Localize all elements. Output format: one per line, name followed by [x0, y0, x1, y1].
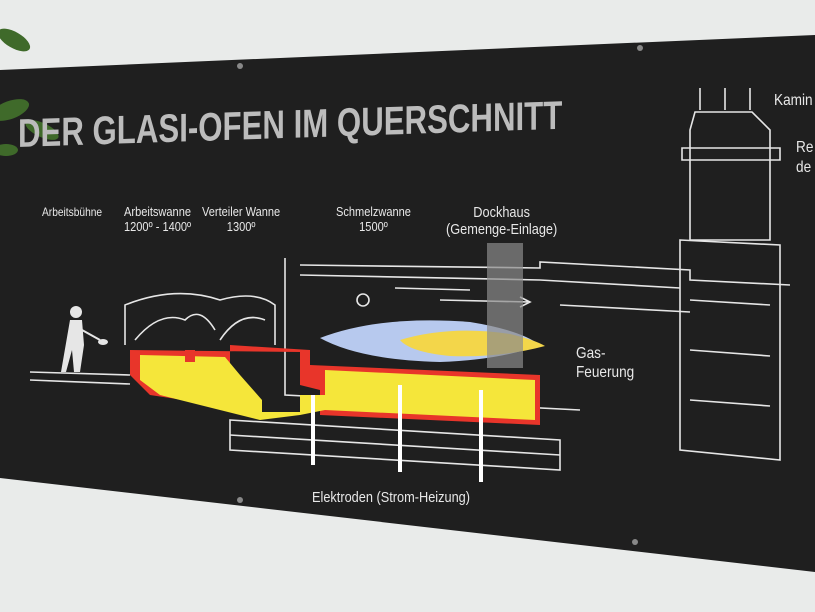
worker-figure — [61, 306, 108, 372]
cut-line2: de — [796, 159, 812, 176]
electrodes — [311, 385, 483, 482]
screws — [237, 45, 643, 545]
verteiler-temp: 1300º — [226, 219, 256, 234]
schmelzwanne-temp: 1500º — [359, 219, 388, 234]
label-arbeitsbuehne: Arbeitsbühne — [42, 205, 103, 219]
schmelzwanne-name: Schmelzwanne — [336, 204, 411, 219]
plant-leaves — [0, 28, 59, 156]
label-kamin: Kamin — [774, 92, 813, 109]
gas-line1: Gas- — [576, 345, 606, 362]
dockhaus-column — [487, 243, 523, 368]
dockhaus-sub: (Gemenge-Einlage) — [446, 221, 558, 238]
gas-line2: Feuerung — [576, 364, 635, 381]
label-dockhaus: Dockhaus(Gemenge-Einlage) — [446, 204, 557, 238]
arbeitswanne-name: Arbeitswanne — [124, 204, 192, 219]
dockhaus-name: Dockhaus — [473, 204, 530, 221]
arbeitswanne-temp: 1200º - 1400º — [124, 219, 192, 234]
label-cut-off: Re de — [796, 138, 813, 178]
label-elektroden: Elektroden (Strom-Heizung) — [312, 489, 471, 506]
label-gasfeuerung: Gas- Feuerung — [576, 344, 634, 382]
sign-board — [0, 35, 815, 572]
glass-bath — [130, 345, 540, 425]
cut-line1: Re — [796, 139, 814, 156]
verteiler-name: Verteiler Wanne — [202, 204, 281, 219]
